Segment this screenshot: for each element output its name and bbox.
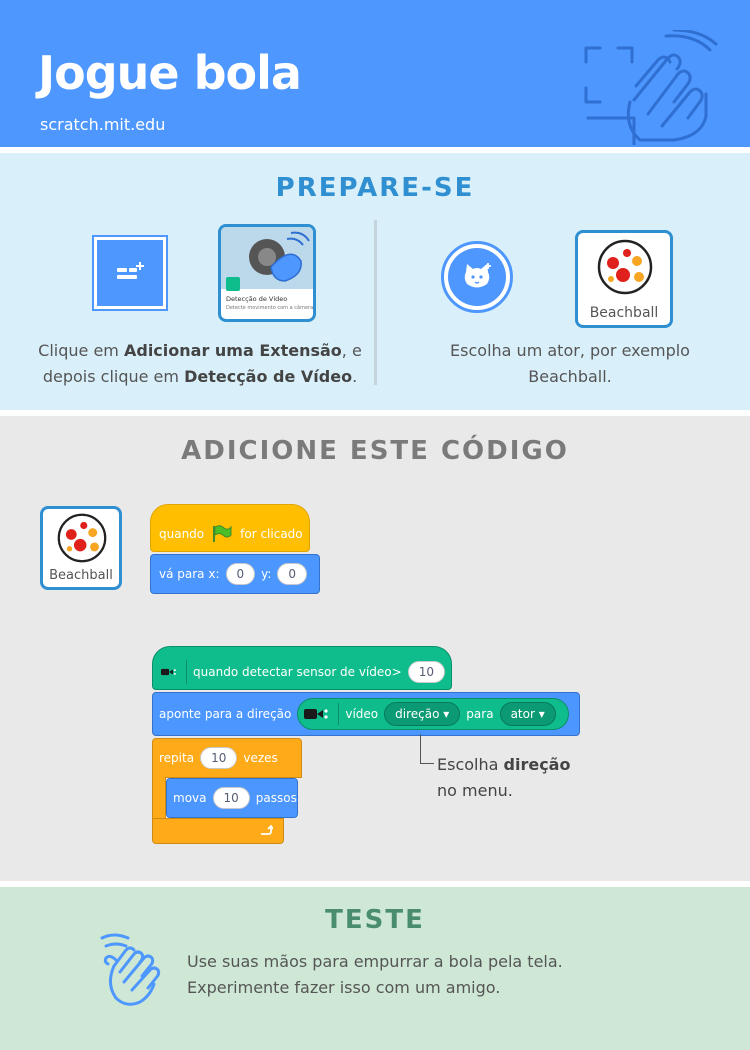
add-extension-icon: [117, 262, 144, 279]
dropdown-value: ator: [510, 707, 535, 721]
wave-hand-icon: [584, 30, 718, 145]
repeat-block-arm: [152, 777, 166, 825]
block-text: para: [466, 707, 494, 721]
prepare-right-caption: Escolha um ator, por exemplo Beachball.: [390, 338, 750, 390]
move-steps-block[interactable]: mova 10 passos: [166, 778, 298, 818]
block-text: quando: [159, 527, 205, 541]
wave-hand-icon: [100, 933, 161, 1006]
code-title: ADICIONE ESTE CÓDIGO: [181, 436, 569, 466]
x-input[interactable]: 0: [225, 563, 256, 585]
caption-text: .: [352, 367, 358, 386]
caption-text: , e: [341, 341, 362, 360]
beachball-sprite-icon: [597, 239, 653, 295]
section-divider: [374, 220, 377, 385]
callout-text: no menu.: [437, 781, 513, 800]
add-extension-button[interactable]: [92, 235, 168, 311]
video-attribute-reporter[interactable]: vídeo direção ▾ para ator ▾: [297, 698, 569, 730]
test-section: TESTE Use suas mãos para empurrar a bola…: [0, 887, 750, 1050]
block-text: mova: [173, 791, 207, 805]
chevron-down-icon: ▾: [538, 707, 545, 721]
block-text: vá para x:: [159, 567, 220, 581]
green-flag-icon: [213, 525, 232, 542]
test-title: TESTE: [325, 905, 425, 935]
target-dropdown[interactable]: ator ▾: [499, 702, 556, 726]
callout-text: Escolha: [437, 755, 504, 774]
test-instructions: Use suas mãos para empurrar a bola pela …: [187, 949, 563, 1001]
camera-icon: [226, 277, 240, 291]
callout-line: [420, 734, 434, 764]
steps-input[interactable]: 10: [212, 787, 250, 809]
caption-text: Clique em: [38, 341, 124, 360]
chevron-down-icon: ▾: [443, 707, 450, 721]
dropdown-value: direção: [395, 707, 440, 721]
code-section: ADICIONE ESTE CÓDIGO Beachball quando fo…: [0, 416, 750, 881]
prepare-title: PREPARE-SE: [275, 173, 475, 203]
camera-icon: [304, 709, 328, 719]
video-sensing-extension-card[interactable]: Detecção de Vídeo Detecte movimento com …: [218, 224, 316, 322]
threshold-input[interactable]: 10: [407, 661, 445, 683]
block-text: aponte para a direção: [159, 707, 292, 721]
point-in-direction-block[interactable]: aponte para a direção vídeo direção ▾ pa…: [152, 692, 580, 736]
video-card-description: Detecte movimento com a câmera.: [226, 305, 315, 311]
repeat-block[interactable]: repita 10 vezes: [152, 738, 302, 778]
site-url[interactable]: scratch.mit.edu: [40, 115, 166, 134]
caption-text: Escolha um ator, por exemplo: [450, 341, 690, 360]
separator: [338, 703, 340, 725]
choose-sprite-button[interactable]: [441, 241, 513, 313]
go-to-xy-block[interactable]: vá para x: 0 y: 0: [150, 554, 320, 594]
block-text: y:: [261, 567, 272, 581]
block-text: quando detectar sensor de vídeo>: [193, 665, 402, 679]
block-text: repita: [159, 751, 195, 765]
beachball-sprite-icon: [57, 513, 107, 563]
prepare-left-caption: Clique em Adicionar uma Extensão, e depo…: [20, 338, 380, 390]
sprite-label: Beachball: [49, 568, 113, 583]
repeat-block-footer: [152, 818, 284, 844]
repeat-arrow-icon: [261, 824, 273, 835]
test-line: Experimente fazer isso com um amigo.: [187, 978, 501, 997]
sprite-label: Beachball: [589, 305, 659, 321]
caption-text: Beachball.: [528, 367, 612, 386]
when-video-motion-hat-block[interactable]: quando detectar sensor de vídeo> 10: [152, 646, 452, 690]
block-text: vídeo: [345, 707, 379, 721]
page-title: Jogue bola: [38, 46, 302, 100]
choose-sprite-icon: [448, 248, 506, 306]
attribute-dropdown[interactable]: direção ▾: [384, 702, 461, 726]
repeat-count-input[interactable]: 10: [200, 747, 238, 769]
caption-bold: Adicionar uma Extensão: [123, 341, 342, 360]
block-text: passos: [255, 791, 297, 805]
callout-bold: direção: [503, 755, 571, 774]
camera-icon: [161, 668, 176, 676]
caption-text: depois clique em: [42, 367, 185, 386]
when-flag-clicked-block[interactable]: quando for clicado: [150, 504, 310, 552]
prepare-section: PREPARE-SE Detecção de Vídeo Detecte mov…: [0, 153, 750, 410]
y-input[interactable]: 0: [277, 563, 308, 585]
video-sensing-icon: [249, 231, 310, 282]
beachball-sprite-card[interactable]: Beachball: [575, 230, 673, 328]
caption-bold: Detecção de Vídeo: [184, 367, 353, 386]
direction-callout: Escolha direção no menu.: [437, 752, 570, 804]
beachball-sprite-card[interactable]: Beachball: [40, 506, 122, 590]
video-card-title: Detecção de Vídeo: [226, 295, 288, 303]
header-banner: Jogue bola scratch.mit.edu: [0, 0, 750, 147]
block-text: for clicado: [240, 527, 303, 541]
block-text: vezes: [243, 751, 278, 765]
separator: [186, 660, 188, 684]
test-line: Use suas mãos para empurrar a bola pela …: [187, 952, 563, 971]
